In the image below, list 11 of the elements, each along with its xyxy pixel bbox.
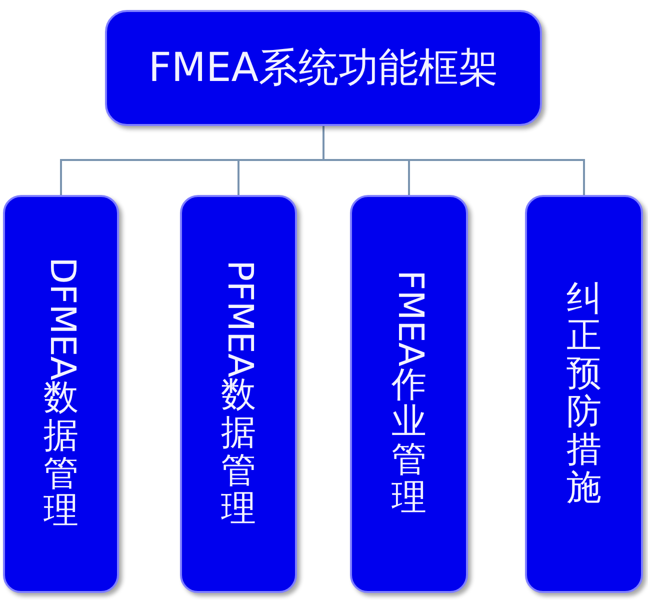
branch-box [3, 195, 119, 593]
connector-line [322, 126, 585, 195]
box-label: DFMEA数据管理 [42, 256, 80, 532]
box-label: PFMEA数据管理 [220, 260, 258, 528]
branch-box [350, 195, 468, 593]
box-label: FMEA系统功能框架 [148, 46, 499, 90]
header-box [105, 10, 542, 126]
box-label: FMEA作业管理 [390, 270, 428, 518]
box-label: 纠正预防措施 [566, 280, 602, 508]
branch-box [180, 195, 297, 593]
branch-box [525, 195, 643, 593]
